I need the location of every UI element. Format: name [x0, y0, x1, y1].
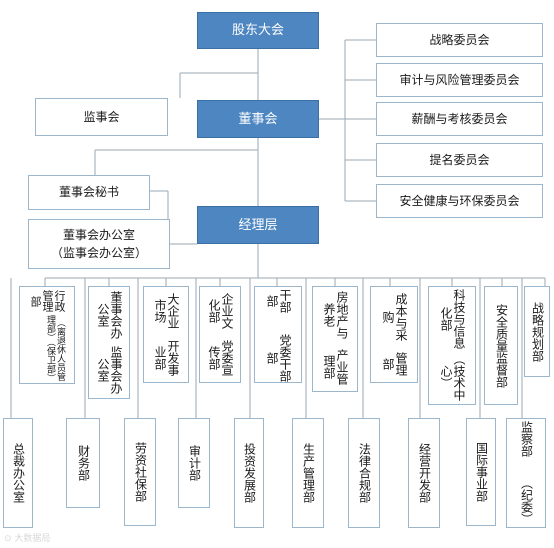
dept-line: 企业文化部 — [207, 292, 234, 329]
dept-real-estate-box: 房地产与养老 产业管理部 — [312, 286, 358, 392]
committee-box: 安全健康与环保委员会 — [376, 184, 543, 218]
dept-finance-box: 财务部 — [66, 418, 100, 508]
dept-line: 董事会办公室 — [96, 290, 123, 339]
dept-production-box: 生产管理部 — [292, 418, 324, 528]
dept-line: 开发事业部 — [153, 340, 180, 377]
dept-line: 党委干部部 — [265, 333, 292, 382]
dept-line: （离退休人员管理部）（保卫部） — [45, 315, 65, 383]
dept-line: 党委宣传部 — [207, 340, 234, 377]
committee-box: 提名委员会 — [376, 143, 543, 177]
watermark: ⊙ 大数据局 — [4, 534, 51, 544]
committee-box: 审计与风险管理委员会 — [376, 63, 543, 97]
dept-ceo-office-box: 总裁办公室 — [3, 418, 33, 528]
dept-international-box: 国际事业部 — [466, 418, 496, 526]
dept-line: 管理部 — [381, 352, 408, 377]
dept-line: 行政管理部 — [29, 290, 66, 313]
dept-line: 监察部 — [519, 421, 534, 457]
committee-box: 战略委员会 — [376, 23, 543, 57]
dept-supervision-box: 监察部 （纪委） — [506, 418, 546, 528]
dept-safety-box: 安全质量监督部 — [484, 286, 518, 405]
management-layer-box: 经理层 — [197, 206, 319, 244]
dept-audit-box: 审计部 — [178, 418, 210, 508]
dept-line: 科技与信息化部 — [439, 288, 466, 349]
dept-line: 干部部 — [265, 289, 292, 314]
dept-board-office-box: 董事会办公室 监事会办公室 — [88, 286, 130, 399]
dept-cadre-box: 干部部 党委干部部 — [254, 286, 302, 383]
dept-it-box: 科技与信息化部 （技术中心） — [428, 286, 476, 405]
dept-investment-box: 投资发展部 — [234, 418, 264, 528]
dept-line: 成本与采购 — [381, 292, 408, 341]
dept-legal-box: 法律合规部 — [348, 418, 380, 528]
dept-culture-box: 企业文化部 党委宣传部 — [199, 286, 241, 383]
dept-admin-box: 行政管理部 （离退休人员管理部）（保卫部） — [19, 286, 75, 384]
board-secretary-box: 董事会秘书 — [28, 175, 150, 210]
dept-strategy-box: 战略规划部 — [524, 286, 550, 377]
dept-line: 监事会办公室 — [96, 346, 123, 395]
board-office-line2: （监事会办公室） — [50, 246, 147, 260]
dept-business-dev-box: 经营开发部 — [408, 418, 440, 528]
dept-enterprise-market-box: 大企业市场 开发事业部 — [143, 286, 189, 383]
shareholders-meeting-box: 股东大会 — [197, 12, 319, 49]
dept-labor-box: 劳资社保部 — [124, 418, 156, 526]
dept-line: 大企业市场 — [153, 292, 180, 329]
dept-line: （技术中心） — [439, 353, 466, 401]
board-office-box: 董事会办公室 （监事会办公室） — [28, 219, 170, 269]
board-office-line1: 董事会办公室 — [62, 228, 135, 242]
board-of-directors-box: 董事会 — [197, 100, 319, 138]
dept-line: （纪委） — [519, 477, 534, 525]
supervisory-board-box: 监事会 — [35, 98, 168, 136]
dept-line: 房地产与养老 — [322, 291, 349, 340]
dept-line: 产业管理部 — [322, 349, 349, 386]
committee-box: 薪酬与考核委员会 — [376, 102, 543, 136]
dept-procurement-box: 成本与采购 管理部 — [370, 286, 418, 383]
